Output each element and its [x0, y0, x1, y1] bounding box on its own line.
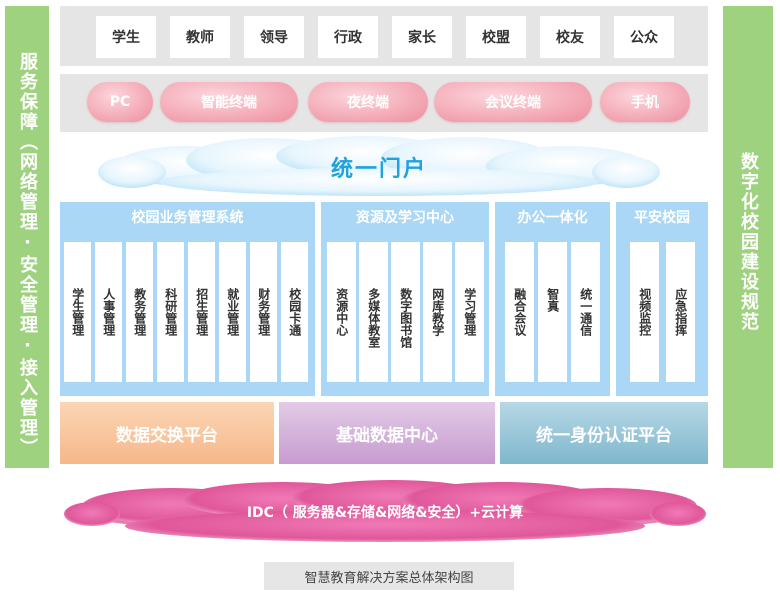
unified-identity-auth-platform: 统一身份认证平台 — [500, 402, 708, 464]
module-learning-management: 学习管理 — [455, 242, 484, 382]
module-admission-management: 招生管理 — [188, 242, 215, 382]
group-title: 资源及学习中心 — [356, 210, 454, 226]
module-employment-management: 就业管理 — [219, 242, 246, 382]
service-guarantee-label: 服务保障（网络管理·安全管理·接入管理） — [17, 52, 38, 458]
unified-portal-cloud: 统一门户 — [96, 136, 662, 198]
module-campus-card: 校园卡通 — [281, 242, 308, 382]
module-network-teaching: 网库教学 — [423, 242, 452, 382]
user-role-teacher: 教师 — [170, 16, 230, 58]
idc-cloud-shape — [64, 480, 706, 542]
module-emergency-command: 应急指挥 — [666, 242, 695, 382]
service-guarantee-bar: 服务保障（网络管理·安全管理·接入管理） — [5, 6, 49, 468]
module-digital-library: 数字图书馆 — [391, 242, 420, 382]
devices-row: PC 智能终端 夜终端 会议终端 手机 — [60, 74, 708, 132]
group-title: 平安校园 — [634, 210, 690, 226]
module-research-management: 科研管理 — [157, 242, 184, 382]
user-role-admin: 行政 — [318, 16, 378, 58]
module-video-surveillance: 视频监控 — [630, 242, 659, 382]
cloud-shape — [98, 136, 660, 196]
idc-cloud: IDC（ 服务器&存储&网络&安全）+云计算 — [62, 476, 708, 548]
module-student-management: 学生管理 — [64, 242, 91, 382]
user-role-parent: 家长 — [392, 16, 452, 58]
user-role-leader: 领导 — [244, 16, 304, 58]
module-resource-center: 资源中心 — [327, 242, 356, 382]
diagram-caption: 智慧教育解决方案总体架构图 — [264, 562, 514, 590]
module-academic-management: 教务管理 — [126, 242, 153, 382]
data-exchange-platform: 数据交换平台 — [60, 402, 274, 464]
unified-portal-label: 统一门户 — [330, 157, 427, 182]
campus-business-management-group: 校园业务管理系统 学生管理 人事管理 教务管理 科研管理 招生管理 就业管理 财… — [60, 202, 315, 396]
module-hr-management: 人事管理 — [95, 242, 122, 382]
group-title: 办公一体化 — [517, 210, 588, 226]
module-finance-management: 财务管理 — [250, 242, 277, 382]
resource-learning-center-group: 资源及学习中心 资源中心 多媒体教室 数字图书馆 网库教学 学习管理 — [321, 202, 489, 396]
device-meeting-terminal: 会议终端 — [434, 82, 592, 122]
device-pc: PC — [87, 82, 153, 122]
idc-label: IDC（ 服务器&存储&网络&安全）+云计算 — [246, 505, 524, 521]
digital-campus-standard-bar: 数字化校园建设规范 — [723, 6, 773, 468]
module-telepresence: 智真 — [538, 242, 567, 382]
basic-data-center: 基础数据中心 — [279, 402, 495, 464]
user-role-student: 学生 — [96, 16, 156, 58]
device-night-terminal: 夜终端 — [308, 82, 428, 122]
safe-campus-group: 平安校园 视频监控 应急指挥 — [616, 202, 708, 396]
module-unified-communication: 统一通信 — [571, 242, 600, 382]
group-title: 校园业务管理系统 — [131, 210, 244, 226]
user-roles-row: 学生 教师 领导 行政 家长 校盟 校友 公众 — [60, 6, 708, 66]
device-smart-terminal: 智能终端 — [160, 82, 298, 122]
user-role-school-alliance: 校盟 — [466, 16, 526, 58]
module-converged-meeting: 融合会议 — [505, 242, 534, 382]
user-role-public: 公众 — [614, 16, 674, 58]
office-integration-group: 办公一体化 融合会议 智真 统一通信 — [495, 202, 610, 396]
digital-campus-standard-label: 数字化校园建设规范 — [738, 152, 759, 332]
user-role-alumni: 校友 — [540, 16, 600, 58]
module-multimedia-classroom: 多媒体教室 — [359, 242, 388, 382]
device-mobile: 手机 — [600, 82, 690, 122]
